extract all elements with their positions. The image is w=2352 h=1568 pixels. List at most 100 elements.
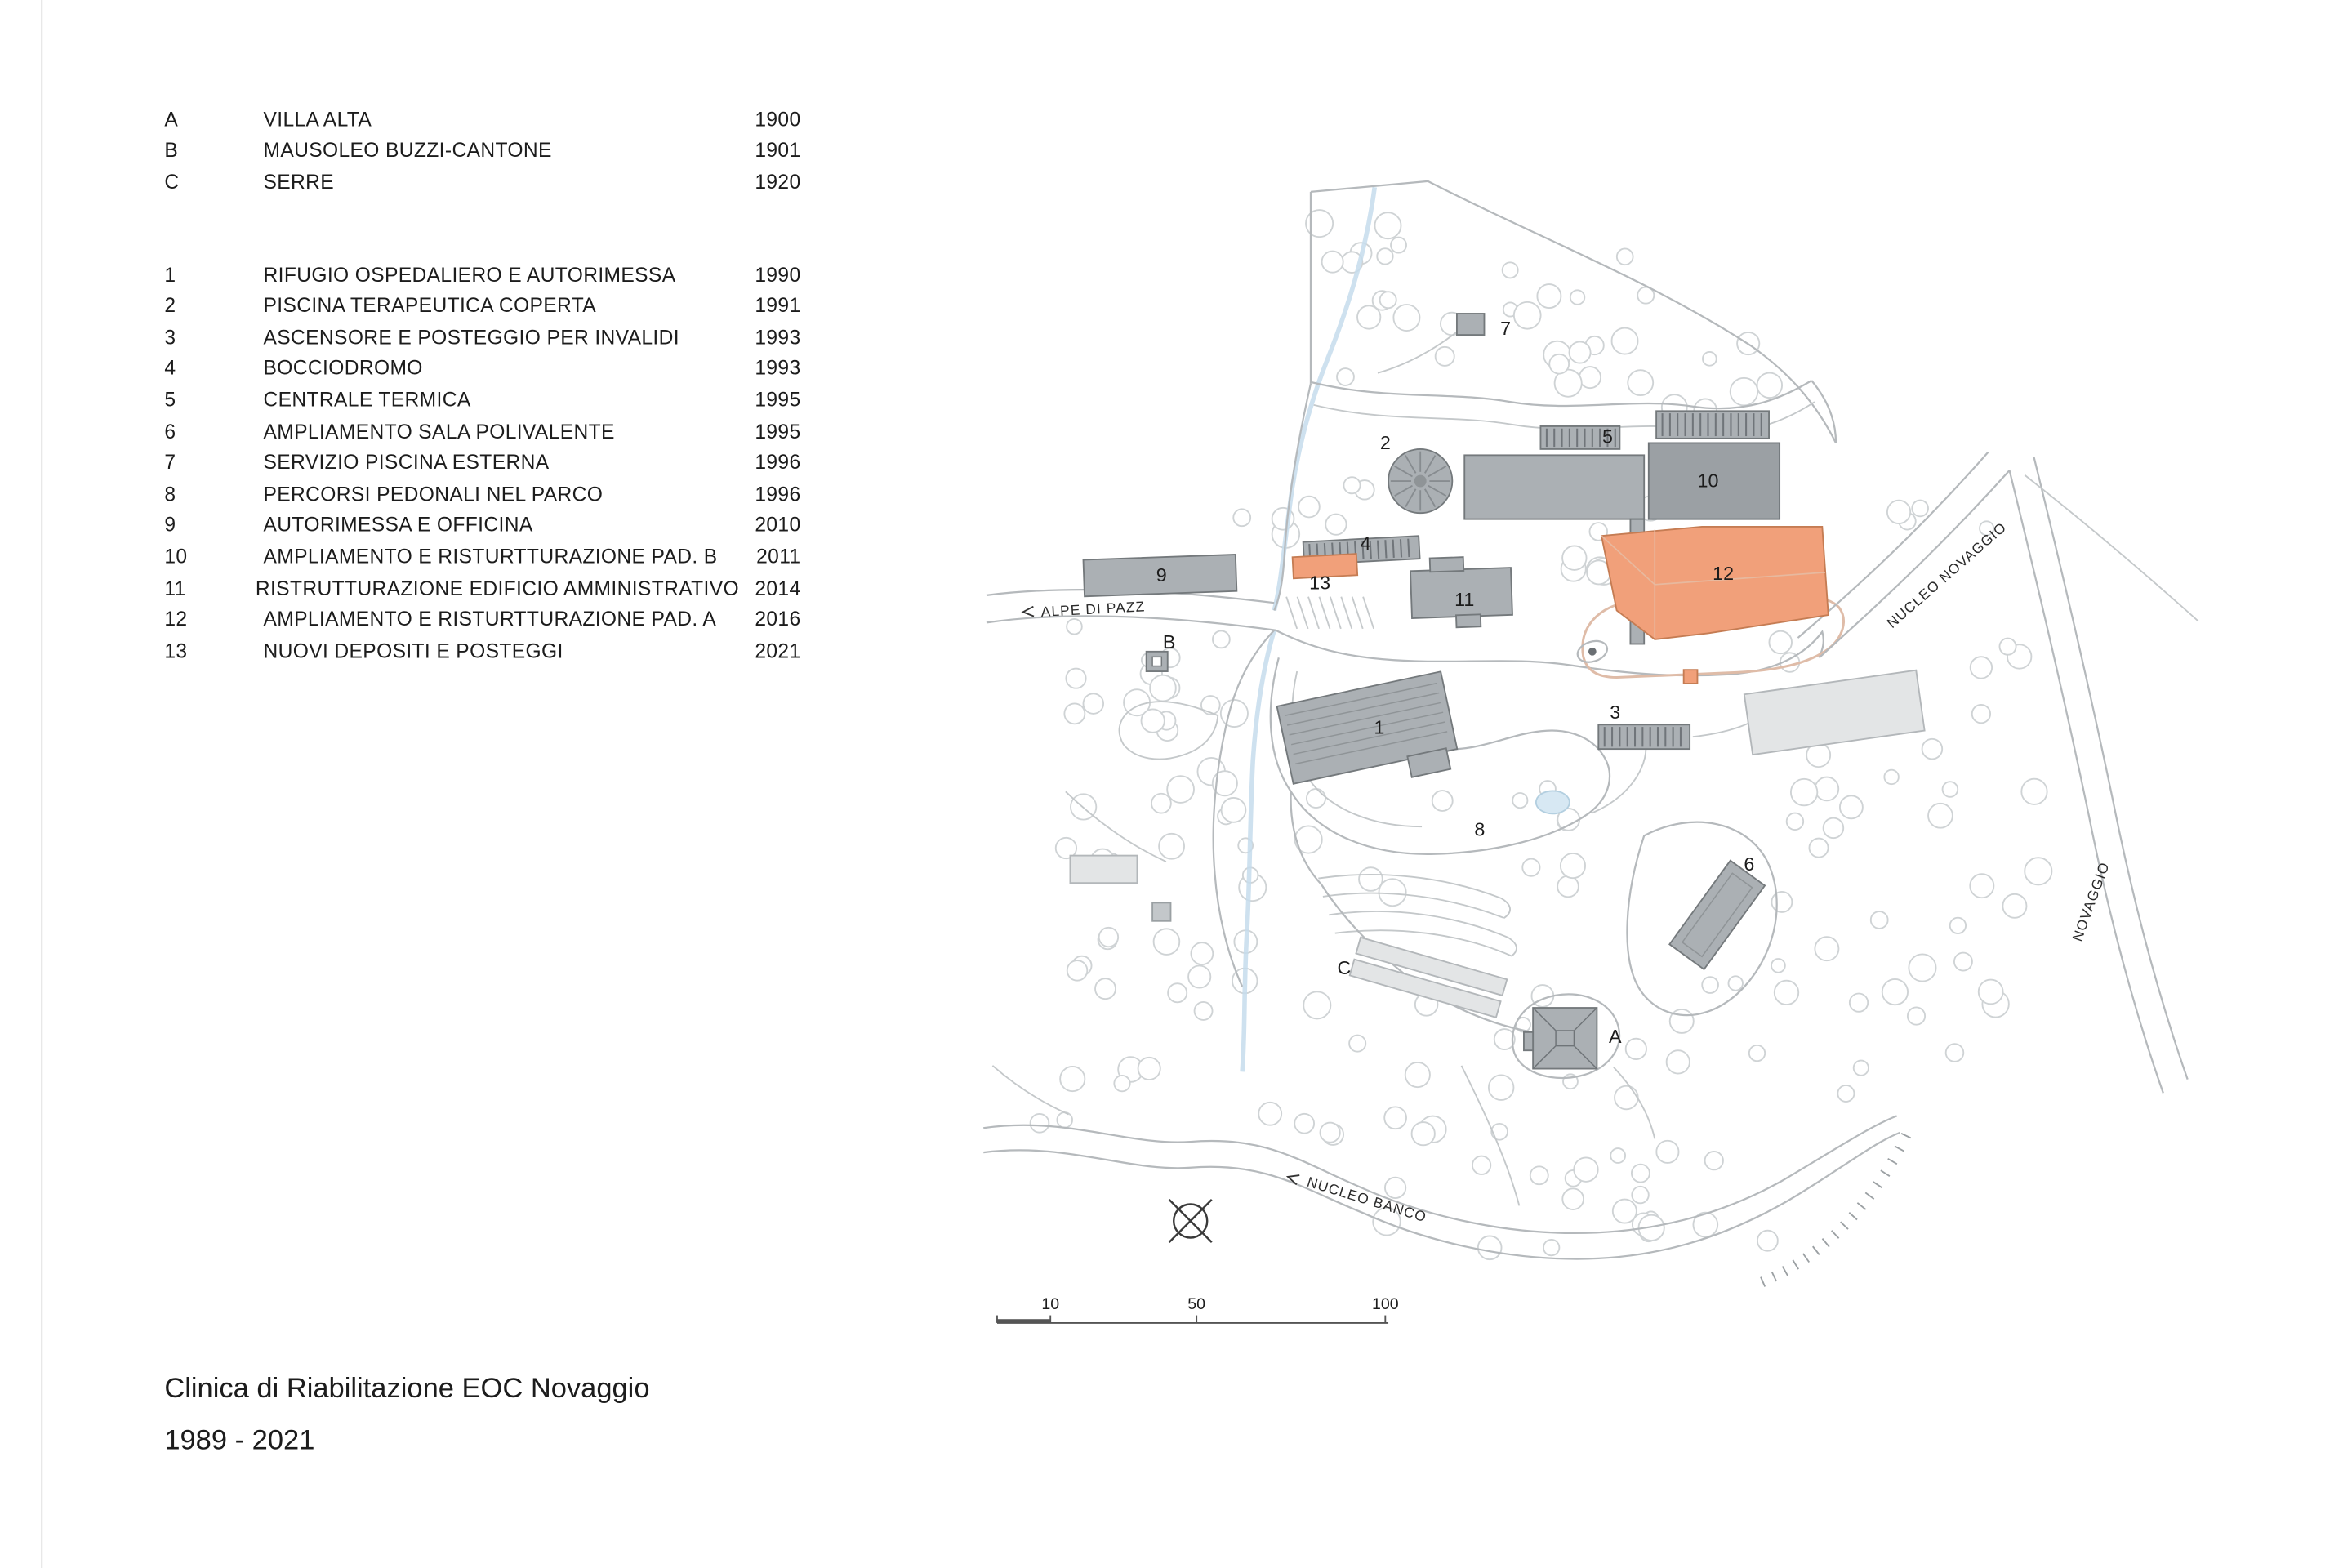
scale-bar: 10 50 100 — [996, 1295, 1399, 1324]
building-b-mausoleo — [1145, 650, 1169, 672]
building-3-posteggio-invalidi — [1597, 724, 1691, 751]
road-label-nucleo-banco: NUCLEO BANCO — [1305, 1174, 1428, 1226]
pool-spokes — [1390, 451, 1450, 511]
switchback-turns — [1500, 897, 1517, 957]
upper-road — [1310, 380, 1812, 410]
path-a-down — [1613, 1067, 1656, 1139]
wall-tick — [1848, 1212, 1858, 1221]
tree-icon — [1166, 775, 1195, 804]
wall-tick — [1821, 1238, 1830, 1248]
tree-icon — [1611, 1198, 1637, 1224]
legend-key: 3 — [164, 325, 176, 349]
map-label-b: B — [1163, 631, 1176, 653]
tree-icon — [1557, 875, 1579, 898]
legend-label: AUTORIMESSA E OFFICINA — [263, 513, 533, 537]
tree-icon — [1944, 1043, 1965, 1062]
legend-row: 10 AMPLIAMENTO E RISTURTTURAZIONE PAD. B… — [164, 541, 800, 572]
pond — [1535, 790, 1570, 815]
tree-icon — [1098, 926, 1120, 948]
tree-icon — [1553, 368, 1583, 398]
tree-icon — [1969, 873, 1995, 899]
legend-label: VILLA ALTA — [263, 107, 372, 131]
building-9-autorimessa — [1082, 554, 1238, 598]
parking-stall-line — [1351, 596, 1364, 630]
tree-icon — [1692, 1211, 1719, 1238]
tree-icon — [1094, 978, 1116, 1000]
building-1-rifugio — [1276, 670, 1459, 785]
tree-icon — [1702, 351, 1717, 367]
tree-icon — [1837, 1084, 1855, 1102]
building-5-centrale-termica — [1539, 425, 1621, 450]
legend-label: MAUSOLEO BUZZI-CANTONE — [263, 139, 552, 163]
parking-stall-line — [1329, 596, 1342, 630]
tree-icon — [1294, 825, 1323, 854]
tree-icon — [1303, 991, 1332, 1020]
tree-icon — [1140, 708, 1165, 733]
legend-label: AMPLIAMENTO E RISTURTTURAZIONE PAD. B — [263, 545, 718, 568]
legend-key: 10 — [164, 545, 188, 568]
parking-stall-line — [1340, 596, 1353, 630]
tree-icon — [1220, 797, 1247, 823]
road-alpe-di-pazz — [986, 615, 1276, 631]
roof-ridge — [1286, 692, 1440, 726]
wall-tick — [1771, 1271, 1778, 1282]
tree-icon — [1949, 916, 1967, 934]
tree-icon — [1579, 366, 1602, 390]
tree-icon — [1559, 853, 1586, 880]
tree-icon — [1814, 936, 1840, 962]
legend-year: 1900 — [755, 107, 801, 131]
tree-icon — [1756, 372, 1784, 399]
legend-year: 1996 — [755, 451, 801, 474]
tree-icon — [1211, 630, 1231, 649]
map-label-c: C — [1338, 957, 1352, 978]
tree-icon — [1379, 291, 1397, 310]
tree-icon — [1624, 1037, 1647, 1060]
road-nucleo-banco — [983, 1131, 1900, 1260]
tree-icon — [1029, 1113, 1050, 1134]
tree-icon — [1063, 702, 1086, 725]
road-nucleo-novaggio — [1818, 470, 2011, 659]
tree-icon — [1158, 832, 1185, 860]
map-label-8: 8 — [1474, 818, 1485, 840]
tree-icon — [2002, 893, 2028, 919]
tree-icon — [2024, 857, 2053, 886]
tree-icon — [1378, 878, 1407, 907]
roof-stripe — [1384, 540, 1388, 559]
legend-label: PISCINA TERAPEUTICA COPERTA — [263, 294, 597, 318]
building-c-serre — [1348, 936, 1508, 1018]
legend-year: 1991 — [755, 294, 801, 318]
campus-left-edge — [1273, 383, 1312, 611]
tree-icon — [1152, 928, 1181, 956]
roof-stripe — [1376, 540, 1380, 559]
tree-icon — [1789, 777, 1819, 807]
tree-icon — [1319, 1121, 1341, 1143]
tree-icon — [1610, 327, 1639, 355]
legend-row: 4 BOCCIODROMO 1993 — [164, 353, 800, 384]
legend-label: RISTRUTTURAZIONE EDIFICIO AMMINISTRATIVO — [255, 576, 740, 599]
tree-icon — [1431, 790, 1454, 812]
tree-icon — [1512, 301, 1542, 330]
building-unlabeled-light — [1743, 669, 1926, 756]
wall-tick — [1792, 1259, 1800, 1270]
legend-row: 12 AMPLIAMENTO E RISTURTTURAZIONE PAD. A… — [164, 604, 800, 635]
building-11-amministrativo — [1410, 556, 1513, 629]
legend-year: 1990 — [755, 262, 801, 286]
map-label-7: 7 — [1500, 318, 1511, 339]
legend-key: 12 — [164, 607, 188, 630]
legend-label: ASCENSORE E POSTEGGIO PER INVALIDI — [263, 325, 679, 349]
tree-icon — [1343, 476, 1361, 495]
legend-key: 13 — [164, 639, 188, 662]
tree-icon — [1066, 618, 1083, 635]
tree-icon — [1298, 495, 1321, 519]
legend-row: C SERRE 1920 — [164, 167, 800, 198]
lift-dot — [1588, 647, 1597, 656]
legend-year: 1996 — [755, 482, 801, 506]
tree-icon — [1998, 637, 2017, 656]
tree-icon — [1392, 304, 1421, 332]
switchback-3 — [1329, 911, 1509, 939]
tree-icon — [1906, 1006, 1927, 1026]
tree-icon — [1200, 695, 1221, 715]
tree-icon — [1704, 1151, 1724, 1171]
tree-icon — [1615, 247, 1634, 266]
tree-icon — [1493, 1028, 1516, 1051]
